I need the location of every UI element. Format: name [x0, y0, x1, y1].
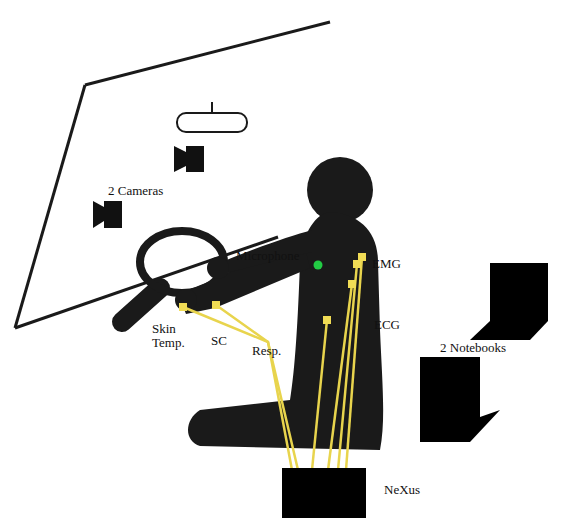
sensor-wire — [346, 257, 362, 470]
device-box: NeXus — [282, 468, 366, 518]
sensor-label: EMG — [372, 257, 401, 271]
sensor-wire — [216, 305, 298, 470]
sensor-label: 2 Notebooks — [440, 341, 506, 355]
device-name: NeXus — [384, 483, 420, 497]
sensor-wire — [312, 320, 327, 470]
sensor-label: 2 Cameras — [108, 184, 163, 198]
sensor-label: Microphone — [236, 249, 300, 263]
notebook-base — [420, 410, 500, 442]
windshield-top — [85, 22, 330, 85]
notebook-screen — [490, 263, 548, 321]
driver-arm — [215, 230, 312, 276]
driver-hand — [207, 257, 229, 279]
sensor-label: ECG — [374, 318, 400, 332]
camera-lens — [93, 201, 104, 228]
sensor-label: Skin Temp. — [152, 322, 192, 350]
sensor-electrode — [353, 260, 361, 268]
camera-lens — [174, 146, 186, 172]
sensor-electrode — [323, 316, 331, 324]
sensor-label: SC — [211, 334, 227, 348]
notebook-base — [470, 321, 548, 340]
camera-body — [186, 146, 204, 172]
sensor-label: Resp. — [252, 344, 281, 358]
sensor-electrode — [348, 280, 356, 288]
sensor-electrode — [358, 253, 366, 261]
sensor-electrode — [212, 301, 220, 309]
driver-head — [307, 157, 373, 223]
mirror-stem — [211, 102, 213, 113]
sensor-wire — [183, 307, 292, 470]
windshield-pillar — [15, 85, 85, 328]
steering-column — [122, 288, 160, 322]
rear-mirror — [177, 113, 247, 132]
notebook-screen — [420, 357, 480, 417]
camera-body — [104, 201, 122, 228]
driver-hand — [175, 289, 197, 311]
microphone-dot — [314, 261, 323, 270]
sensor-electrode — [179, 303, 187, 311]
